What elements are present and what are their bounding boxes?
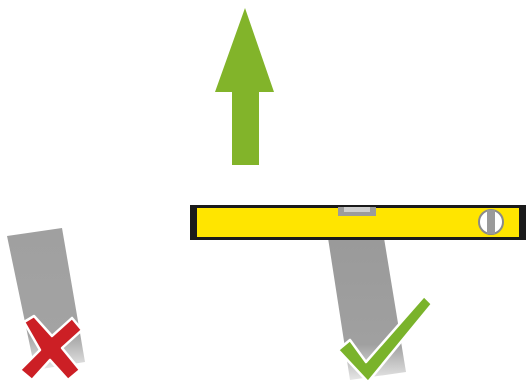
level-vial-round <box>479 210 503 234</box>
spirit-level-icon <box>190 205 526 240</box>
plumb-post-right <box>328 238 406 380</box>
level-vial-top <box>338 207 376 216</box>
level-end-cap-right <box>519 205 526 240</box>
up-arrow-icon <box>215 8 274 165</box>
level-end-cap-left <box>190 205 197 240</box>
